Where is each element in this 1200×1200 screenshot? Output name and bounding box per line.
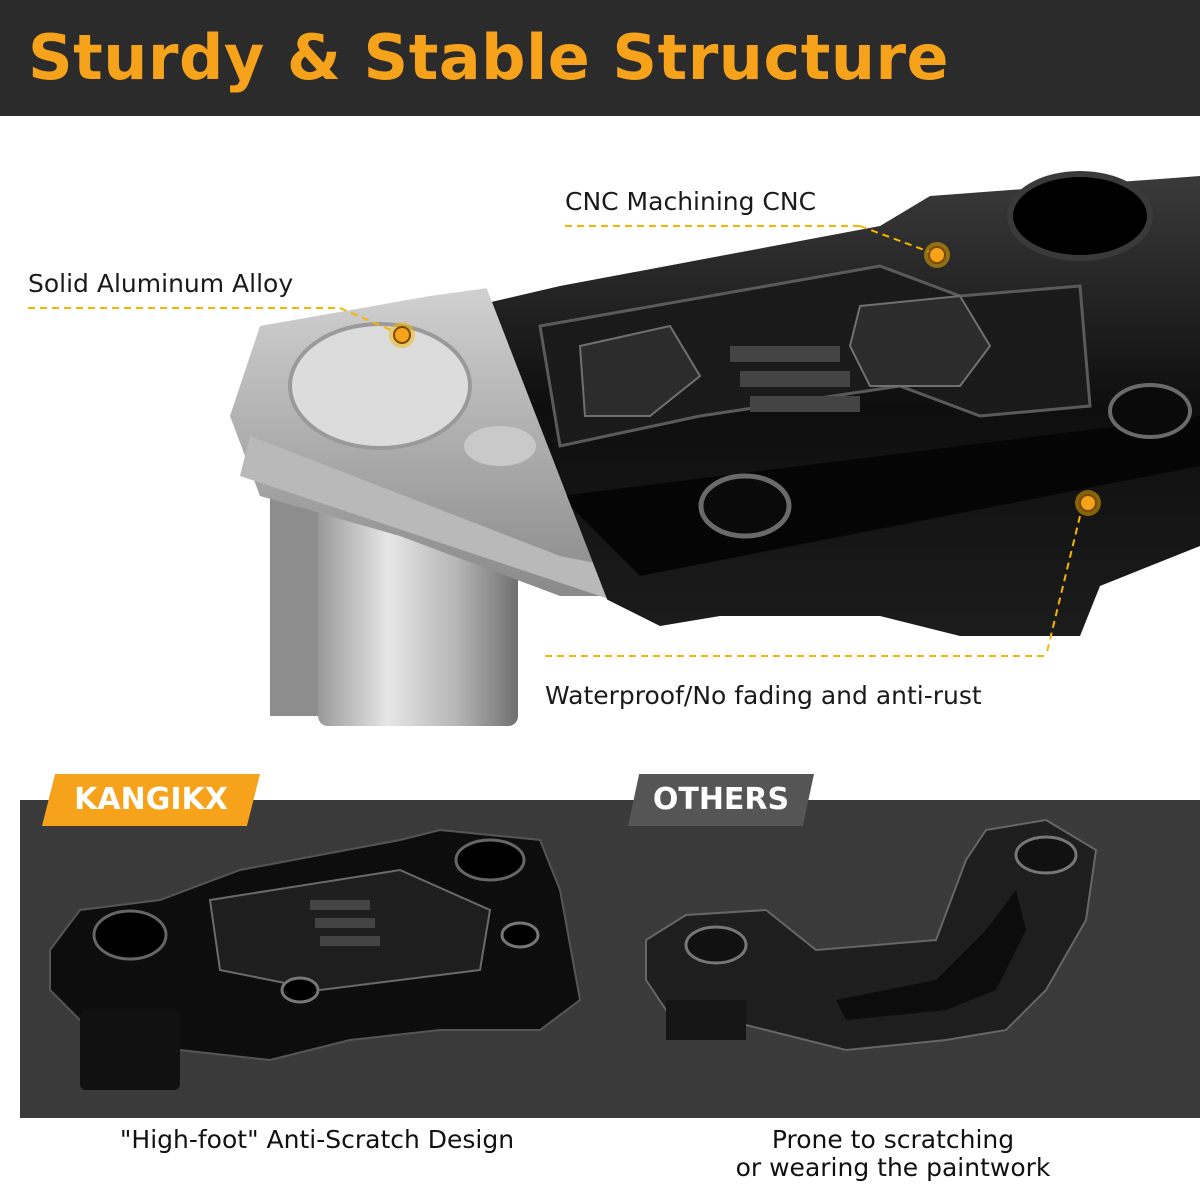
callout-cnc: CNC Machining CNC [565,187,817,216]
page-title: Sturdy & Stable Structure [28,21,950,94]
hero-product-illustration [28,171,1200,726]
header-banner: Sturdy & Stable Structure [0,0,1200,116]
callout-alloy: Solid Aluminum Alloy [28,269,294,298]
callout-waterproof: Waterproof/No fading and anti-rust [545,681,982,710]
others-panel [606,800,1200,1118]
others-product-image [645,818,1098,1052]
kangikx-product-image [49,828,582,1090]
others-badge: OTHERS [628,774,814,826]
kangikx-caption: "High-foot" Anti-Scratch Design [119,1125,515,1154]
others-caption-line2: or wearing the paintwork [735,1153,1051,1182]
callout-leaders [28,225,1101,657]
kangikx-panel [20,800,614,1118]
kangikx-badge: KANGIKX [42,774,260,826]
others-caption-line1: Prone to scratching [771,1125,1015,1154]
